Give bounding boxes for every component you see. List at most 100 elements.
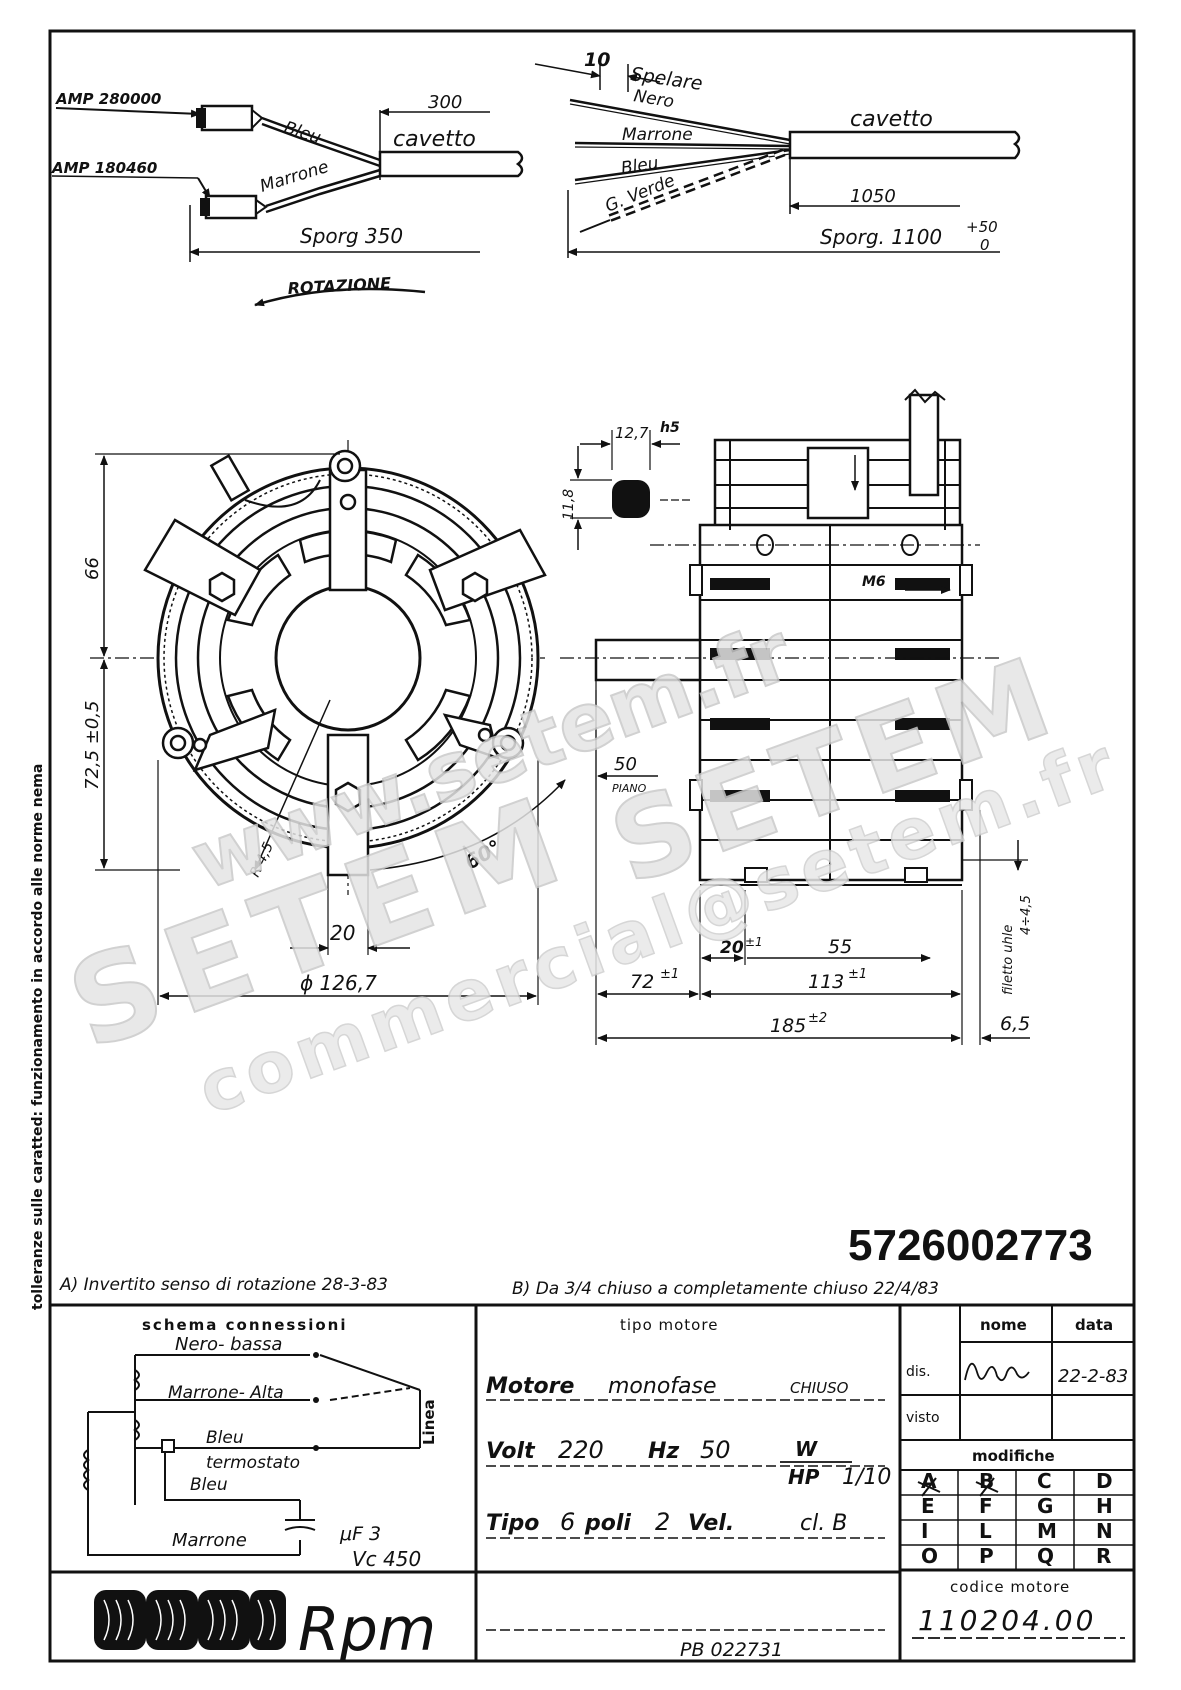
schema-line-1: Nero- bassa [175,1334,282,1355]
revision-a: A) Invertito senso di rotazione 28-3-83 [59,1275,388,1295]
volt-label: Volt [486,1439,536,1464]
dim-72-5: 72,5 ±0,5 [82,700,103,790]
side-view-drawing: 12,7 h5 11,8 [560,388,1034,1045]
left-cable-length: 300 [428,92,462,113]
volt-value: 220 [558,1436,604,1464]
modifiche-letter: M [1037,1519,1057,1543]
brand-rpm: Rpm [298,1595,436,1665]
dis-label: dis. [906,1364,931,1380]
right-cable-label: cavetto [850,107,933,132]
dim-50: 50 [614,754,637,775]
schema-line-4: termostato [206,1453,300,1473]
modifiche-letter: A [921,1469,937,1493]
motore-label: Motore [486,1374,574,1399]
dim-20-front: 20 [330,921,355,945]
schema-line-2: Marrone- Alta [168,1383,284,1403]
dim-55: 55 [828,936,852,958]
modifiche-letter: H [1096,1494,1113,1518]
w-label: W [795,1437,818,1461]
motore-value: monofase [608,1374,717,1399]
modifiche-letter: O [921,1544,938,1568]
piano-label: PIANO [612,782,647,795]
motor-type-block: tipo motore Motore monofase CHIUSO Volt … [486,1316,891,1539]
thread-m6: M6 [862,574,886,590]
vel-label: Vel. [688,1511,734,1536]
modifiche-letter: L [979,1519,992,1543]
hp-value: 1/10 [842,1465,891,1490]
filetto-range: 4÷4,5 [1019,895,1034,935]
right-cable-drawing: 10 Spelare Nero Marrone Bleu G. Verde ca… [534,49,1021,258]
hz-value: 50 [700,1436,731,1464]
dim-20-side: 20 [720,938,744,958]
dim-6-5: 6,5 [1000,1013,1030,1035]
strip-length: 10 [584,49,610,71]
left-cable-drawing: AMP 280000 AMP 180460 Bleu Marrone cavet… [51,90,524,307]
revision-b: B) Da 3/4 chiuso a completamente chiuso … [512,1279,939,1299]
left-cable-label: cavetto [393,127,476,152]
dim-72: 72 [630,971,654,993]
poli-label: poli [584,1511,631,1536]
dim-66: 66 [82,557,103,580]
connection-schema: schema connessioni Nero- bassa Marro [83,1316,438,1571]
right-sporg-tol-up: +50 [966,218,998,236]
hz-label: Hz [648,1439,679,1464]
dim-72-tol: ±1 [660,967,679,982]
dim-185-tol: ±2 [808,1011,827,1026]
signature [964,1362,1030,1382]
brand-logo: Rpm [94,1590,436,1665]
drawing-ref: PB 022731 [680,1639,783,1661]
modifiche-letter: P [979,1544,994,1568]
modifiche-letter: N [1096,1519,1113,1543]
wire-label-verde: G. Verde [602,171,677,217]
dis-date: 22-2-83 [1058,1366,1128,1387]
wire-label-bleu: Bleu [281,118,323,149]
part-number: 5726002773 [848,1221,1093,1270]
dim-113: 113 [808,971,844,993]
side-tolerance-note: tolleranze sulle caratted: funzionamento… [30,764,46,1310]
wire-label-bleu-r: Bleu [620,153,661,179]
dim-20-side-tol: ±1 [745,935,763,949]
right-sporg-tol-dn: 0 [980,236,990,254]
approval-block: nome data dis. 22-2-83 visto modifiche A… [906,1316,1128,1639]
dim-diameter: ϕ 126,7 [300,971,377,995]
wire-label-marrone-r: Marrone [622,125,693,145]
modifiche-header: modifiche [972,1447,1055,1465]
motore-chiuso: CHIUSO [790,1379,849,1397]
schema-vc: Vc 450 [352,1547,421,1571]
modifiche-letter: R [1096,1544,1111,1568]
modifiche-letter: C [1037,1469,1052,1493]
shaft-width: 12,7 [615,424,649,442]
connector-label-1: AMP 280000 [55,90,161,108]
connector-label-2: AMP 180460 [51,159,157,177]
shaft-flat: 11,8 [561,489,577,520]
codice-value: 110204.00 [918,1604,1096,1637]
front-view-drawing: 66 72,5 ±0,5 R 4,5 60° 20 ϕ 126,7 [82,440,566,1005]
nome-header: nome [980,1316,1027,1334]
poli-value: 6 [560,1508,575,1536]
schema-line-6: Marrone [172,1530,247,1551]
modifiche-letter: D [1096,1469,1113,1493]
wire-label-marrone: Marrone [258,157,331,197]
modifiche-letter: G [1037,1494,1053,1518]
schema-line-3: Bleu [206,1428,244,1448]
hp-label: HP [788,1465,820,1489]
schema-line-5: Bleu [190,1475,228,1495]
right-sporg-label: Sporg. 1100 [820,225,942,249]
schema-linea: Linea [420,1399,438,1445]
tipo-header: tipo motore [620,1316,718,1334]
dim-113-tol: ±1 [848,967,867,982]
shaft-tol: h5 [660,420,680,436]
modifiche-letter: Q [1037,1544,1054,1568]
schema-uf: μF 3 [339,1523,381,1545]
rotation-label: ROTAZIONE [287,274,391,298]
visto-label: visto [906,1410,940,1426]
vel-value: 2 [655,1508,670,1536]
class-value: cl. B [800,1511,847,1536]
title-block [50,1303,1134,1661]
modifiche-letter: I [921,1519,928,1543]
data-header: data [1075,1316,1113,1334]
dim-185: 185 [770,1015,806,1037]
sheet-border [48,29,1136,1663]
